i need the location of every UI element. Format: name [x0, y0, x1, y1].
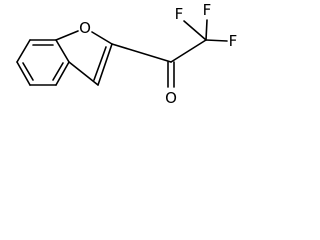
bond-carbonyl-cf3 [170, 39, 207, 63]
bond-c7a-o [55, 30, 79, 41]
bond-benzene-3 [55, 61, 70, 86]
bond-o-c2 [91, 31, 113, 45]
furan-ring [55, 30, 113, 86]
benzene-ring [16, 39, 70, 86]
bond-benzene-double-left [22, 62, 34, 81]
bond-cf3-f-top [205, 19, 208, 41]
carbonyl-oxygen-label: O [165, 89, 177, 107]
bond-c3-c3a [68, 61, 99, 86]
bond-benzene-6 [16, 39, 31, 63]
bond-c2-c3-double [93, 46, 107, 81]
bond-cf3-f-right [205, 39, 228, 42]
benzofuranyl-trifluoroethanone-structure: O O F F F [16, 1, 238, 107]
bond-benzene-double-right [52, 62, 64, 81]
fluorine-left-label: F [175, 5, 184, 23]
bond-cf3-f-left [183, 20, 207, 41]
bond-c2-carbonyl [111, 43, 172, 63]
fluorine-top-label: F [203, 1, 212, 19]
bond-benzene-5 [16, 61, 31, 86]
bond-c2-c3 [97, 43, 113, 86]
bond-benzene-2 [55, 39, 70, 63]
trifluoroacetyl-group [111, 19, 228, 88]
fluorine-right-label: F [229, 32, 238, 50]
ring-oxygen-label: O [79, 19, 91, 37]
